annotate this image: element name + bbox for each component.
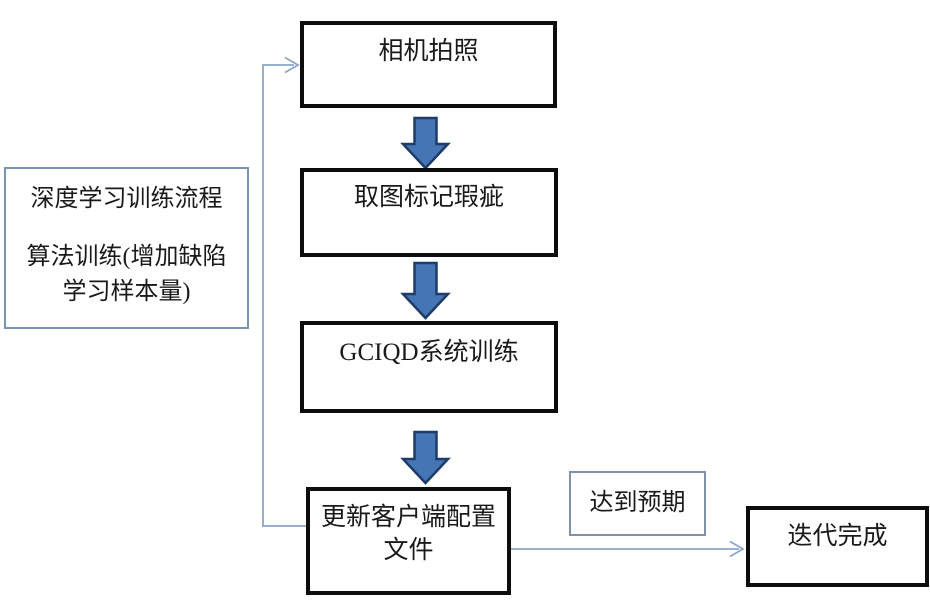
step-update-client-config: 更新客户端配置文件: [306, 487, 511, 595]
down-block-arrow-icon: [400, 430, 451, 485]
panel-spacer: [6, 217, 247, 240]
end-node-iteration-complete: 迭代完成: [746, 506, 929, 587]
feedback-arrowhead-icon: [284, 56, 300, 74]
condition-label-box: 达到预期: [569, 471, 706, 536]
result-connector-line: [511, 540, 745, 558]
step-camera-capture: 相机拍照: [300, 21, 557, 108]
step-image-defect-marking: 取图标记瑕疵: [300, 168, 558, 257]
result-arrowhead-icon: [729, 540, 745, 558]
left-info-panel: 深度学习训练流程 算法训练(增加缺陷 学习样本量): [4, 167, 249, 329]
down-block-arrow-icon: [400, 116, 451, 170]
panel-note-line-1: 算法训练(增加缺陷: [26, 244, 227, 270]
down-block-arrow-icon: [400, 261, 451, 320]
panel-title-line: 深度学习训练流程: [30, 186, 223, 212]
step-gciqd-system-training: GCIQD系统训练: [300, 321, 558, 413]
panel-note-line-2: 学习样本量): [62, 279, 191, 305]
feedback-connector-line: [262, 56, 307, 527]
